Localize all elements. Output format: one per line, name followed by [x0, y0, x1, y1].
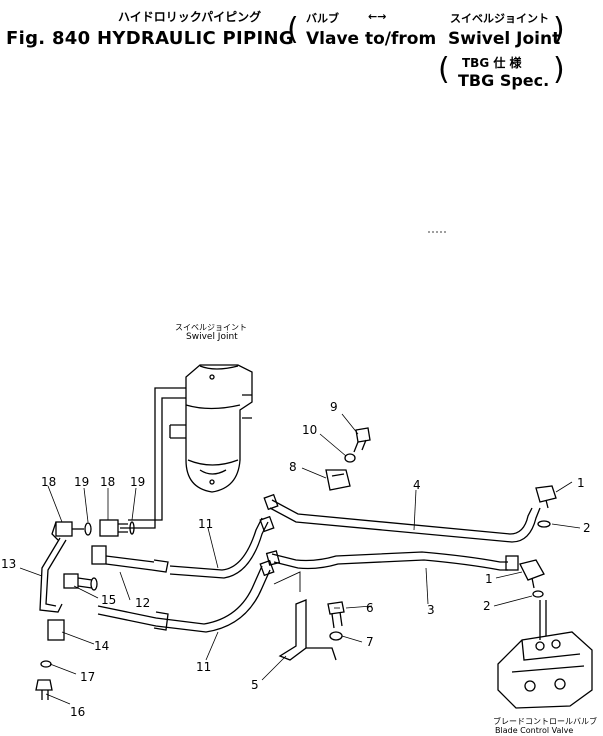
callout-13: 13	[1, 557, 16, 571]
blade-valve-label: Blade Control Valve	[495, 726, 574, 735]
swivel-joint-body	[169, 364, 253, 493]
callout-1: 1	[577, 476, 585, 490]
callout-3: 3	[427, 603, 435, 617]
callout-14: 14	[94, 639, 109, 653]
title-japanese: ハイドロリックパイピング	[118, 10, 262, 24]
callout-2: 2	[583, 521, 591, 535]
swivel-joint-text: Swivel Joint	[448, 29, 561, 49]
left-paren-spec: (	[438, 52, 450, 87]
callout-16: 16	[70, 705, 85, 719]
callout-12: 12	[135, 596, 150, 610]
swivel-joint-label-jp: スイベルジョイント	[175, 323, 247, 332]
swivel-joint-label: Swivel Joint	[186, 332, 238, 342]
callout-4: 4	[413, 478, 421, 492]
tbg-spec: TBG Spec.	[458, 71, 550, 90]
blade-control-valve	[497, 600, 593, 709]
fitting-18-left	[51, 519, 135, 541]
callout-6: 6	[366, 601, 374, 615]
right-paren: )	[553, 12, 565, 47]
callout-19: 19	[130, 475, 145, 489]
callout-11: 11	[198, 517, 213, 531]
valve-japanese: バルブ	[306, 12, 339, 25]
callout-1: 1	[485, 572, 493, 586]
callout-11: 11	[196, 660, 211, 674]
callout-10: 10	[302, 423, 317, 437]
callout-15: 15	[101, 593, 116, 607]
left-paren: (	[287, 12, 299, 47]
callout-7: 7	[366, 635, 374, 649]
valve-to-from-text: Vlave to/from	[306, 29, 437, 49]
swivel-japanese: スイベルジョイント	[450, 12, 549, 25]
figure-title: Fig. 840 HYDRAULIC PIPING	[6, 28, 294, 49]
callout-17: 17	[80, 670, 95, 684]
right-paren-spec: )	[553, 52, 565, 87]
callout-2: 2	[483, 599, 491, 613]
callout-19: 19	[74, 475, 89, 489]
callout-18: 18	[41, 475, 56, 489]
callout-18: 18	[100, 475, 115, 489]
callout-9: 9	[330, 400, 338, 414]
blade-valve-label-jp: ブレードコントロールバルブ	[493, 717, 597, 726]
bidirectional-arrow: ←→	[368, 10, 387, 23]
tbg-japanese: TBG 仕 様	[462, 56, 522, 70]
callout-8: 8	[289, 460, 297, 474]
callout-5: 5	[251, 678, 259, 692]
